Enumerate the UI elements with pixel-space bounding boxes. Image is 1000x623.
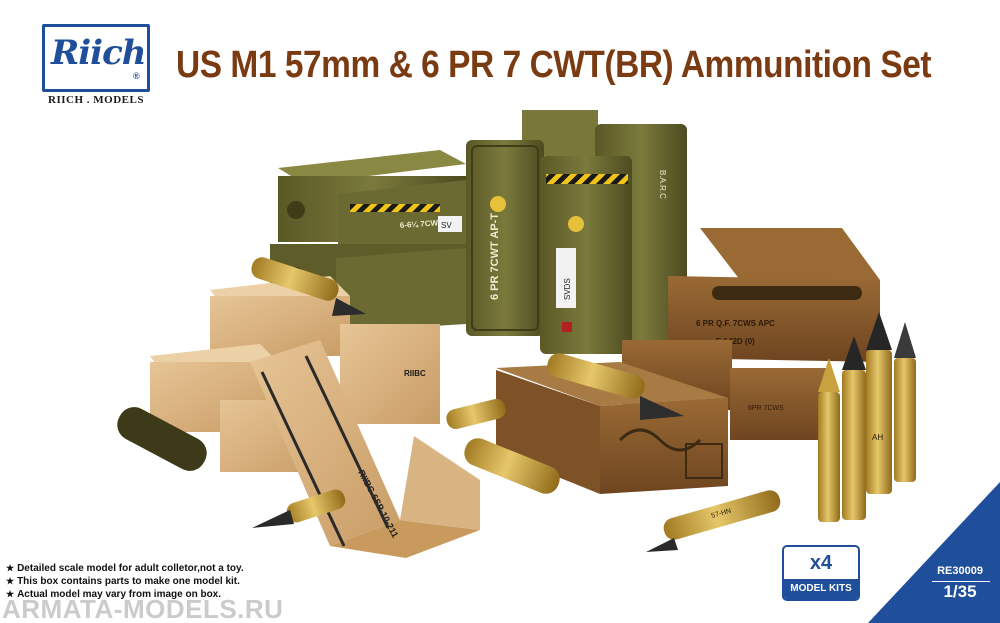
barc-label: B.A.R.C (658, 170, 667, 199)
watermark: ARMATA-MODELS.RU (2, 594, 284, 623)
product-code: RE30009 (937, 565, 983, 577)
loose-shells: 57-HN (117, 257, 781, 552)
box-small-label: 6PR 7CWS (748, 405, 784, 412)
note-item: ★This box contains parts to make one mod… (6, 576, 240, 587)
wooden-crates: RIIBC RIIBC-6SP-10-211 (150, 276, 480, 558)
logo-script: Riich (51, 33, 147, 73)
star-icon: ★ (6, 563, 15, 573)
kit-count-label: MODEL KITS (784, 579, 858, 599)
sv-label: SV (441, 221, 452, 230)
ammunition-illustration: 6-6¼ 7CWTAP-T SV B.A.R.C 6 PR 7CWT AP-T … (117, 110, 916, 558)
shell-mark-2: AH (872, 433, 883, 442)
logo-caption: RIICH . MODELS (48, 94, 144, 106)
star-icon: ★ (6, 576, 15, 586)
standing-shells: AH (818, 312, 916, 522)
box1-line1: 6 PR Q.F. 7CWS APC (696, 319, 775, 328)
model-scale: 1/35 (943, 582, 977, 601)
registered-mark: ® (133, 71, 140, 81)
note-item: ★Actual model may vary from image on box… (6, 589, 222, 600)
tall-can-sv: SVDS (563, 278, 572, 300)
logo-frame: Riich ® (42, 24, 150, 92)
olive-box-stack: 6-6¼ 7CWTAP-T SV (270, 150, 466, 332)
crate-small-label: RIIBC (404, 369, 426, 378)
scale-divider (932, 581, 990, 582)
note-item: ★Detailed scale model for adult colletor… (6, 563, 244, 574)
product-title: US M1 57mm & 6 PR 7 CWT(BR) Ammunition S… (176, 44, 932, 86)
kit-count: x4 (809, 551, 833, 574)
star-icon: ★ (6, 589, 15, 599)
disclaimer-notes: ★Detailed scale model for adult colletor… (6, 562, 244, 601)
box1-line2: E 142D (0) (716, 337, 755, 346)
tall-can-label: 6 PR 7CWT AP-T (489, 213, 501, 300)
brand-logo: Riich ® RIICH . MODELS (42, 24, 152, 110)
tall-olive-cans: B.A.R.C 6 PR 7CWT AP-T SVDS (466, 110, 687, 354)
kit-count-badge: x4 MODEL KITS (782, 545, 860, 601)
